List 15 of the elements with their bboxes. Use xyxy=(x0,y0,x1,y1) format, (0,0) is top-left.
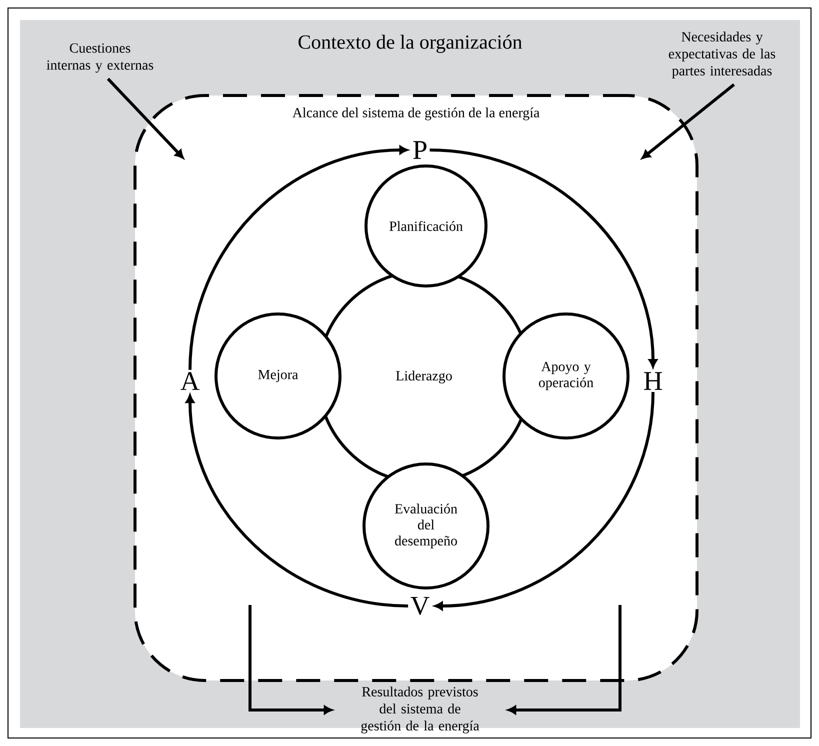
arrow xyxy=(434,392,654,610)
annotation-text: Necesidades y expectativas de las partes interesadas xyxy=(668,32,776,78)
arrow xyxy=(430,148,658,368)
annotation-text: Cuestiones internas y externas xyxy=(46,43,154,73)
annotation-text: Resultados previstos del sistema de gestión de la energía xyxy=(361,686,480,734)
cycle-letter: V xyxy=(410,596,430,616)
arrow xyxy=(508,605,622,714)
cycle-letter: A xyxy=(180,372,200,390)
arrow xyxy=(186,394,408,608)
cycle-letter: P xyxy=(413,141,426,159)
arrow xyxy=(188,146,408,370)
arrow xyxy=(642,83,735,159)
cycle-letter: H xyxy=(644,372,662,390)
arrow xyxy=(248,605,332,714)
arrow xyxy=(106,78,184,159)
